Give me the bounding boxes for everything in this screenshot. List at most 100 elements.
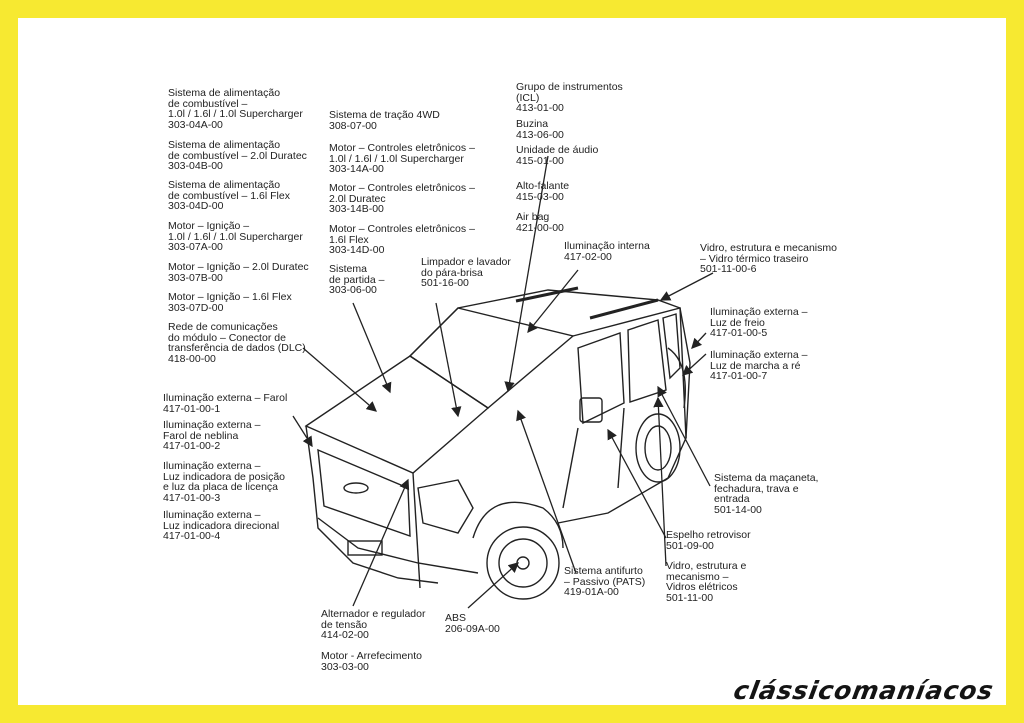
label-line: 2.0l Duratec <box>329 192 386 205</box>
label-line: 303-06-00 <box>329 284 377 296</box>
label-line: 303-04A-00 <box>168 118 223 131</box>
label-line: 303-14D-00 <box>329 244 385 256</box>
label-line: 303-07A-00 <box>168 241 223 253</box>
label-line: Motor – Ignição – 2.0l Duratec <box>168 261 309 273</box>
label-line: Iluminação externa – Farol <box>163 392 288 404</box>
windshield <box>408 307 575 409</box>
leader-icl <box>504 155 549 393</box>
rear-wheel-rim <box>644 425 672 471</box>
label-line: Unidade de áudio <box>516 144 599 156</box>
label-line: Iluminação externa – <box>163 460 261 472</box>
label-line: Motor – Ignição – <box>168 220 250 232</box>
label-line: 501-14-00 <box>714 503 762 516</box>
front-wheel-arch <box>472 501 564 549</box>
label-line: Motor – Ignição – 1.6l Flex <box>168 291 292 303</box>
label-icl: Grupo de instrumentos(ICL)413-01-00 <box>516 82 623 114</box>
leader-headlamp <box>292 415 313 448</box>
label-line: 501-09-00 <box>666 539 714 552</box>
leader-dlc <box>302 347 377 412</box>
label-line: 419-01A-00 <box>564 586 619 598</box>
label-line: Grupo de instrumentos <box>516 81 623 93</box>
label-line: de combustível – 1.6l Flex <box>168 189 290 202</box>
label-line: 417-01-00-3 <box>163 491 221 504</box>
label-line: 414-02-00 <box>321 629 369 641</box>
label-line: Iluminação interna <box>564 240 650 252</box>
label-line: Luz de marcha a ré <box>710 359 801 372</box>
label-line: fechadura, trava e <box>714 482 799 495</box>
label-line: 1.0l / 1.6l / 1.0l Supercharger <box>168 108 303 120</box>
car-roof <box>409 289 681 357</box>
label-line: 303-04D-00 <box>168 200 224 212</box>
front-wheel-hub <box>516 556 530 570</box>
front-fascia <box>305 425 439 584</box>
quarter-window <box>662 313 681 380</box>
leader-interior-light <box>527 269 579 334</box>
label-line: Sistema de alimentação <box>168 87 281 99</box>
label-line: de combustível – 2.0l Duratec <box>168 149 307 162</box>
label-line: Sistema antifurto <box>564 565 643 577</box>
label-line: 1.6l Flex <box>329 233 369 246</box>
label-line: Sistema da maçaneta, <box>714 472 819 484</box>
label-line: 417-01-00-4 <box>163 530 221 542</box>
label-line: Motor – Controles eletrônicos – <box>329 223 475 235</box>
label-line: Motor - Arrefecimento <box>321 650 422 662</box>
front-wheel-rim <box>498 538 548 588</box>
label-line: Sistema de tração 4WD <box>329 109 440 121</box>
label-line: Rede de comunicações <box>168 321 278 333</box>
leader-lines <box>292 155 714 609</box>
label-line: de tensão <box>321 618 368 631</box>
leader-door-handle <box>657 385 711 487</box>
leader-abs <box>467 562 519 609</box>
label-line: 303-14A-00 <box>329 163 384 175</box>
label-line: Farol de neblina <box>163 429 239 442</box>
label-pats: Sistema antifurto– Passivo (PATS)419-01A… <box>564 566 645 598</box>
label-line: 417-01-00-2 <box>163 440 221 452</box>
label-line: Alternador e regulador <box>321 608 426 620</box>
label-line: 1.0l / 1.6l / 1.0l Supercharger <box>168 230 303 243</box>
label-line: 413-01-00 <box>516 102 564 114</box>
label-line: do pára-brisa <box>421 266 483 279</box>
door-line <box>617 407 625 489</box>
headlamp <box>417 479 474 534</box>
label-line: 501-11-00-6 <box>700 263 757 275</box>
label-line: 417-01-00-1 <box>163 402 221 415</box>
label-line: entrada <box>714 493 750 505</box>
label-rear-glass: Vidro, estrutura e mecanismo– Vidro térm… <box>700 243 837 275</box>
leader-rear-glass <box>659 272 714 301</box>
label-line: Sistema <box>329 263 367 275</box>
side-mirror <box>579 397 603 423</box>
label-line: 501-16-00 <box>421 277 469 289</box>
grille <box>317 448 411 538</box>
fascia-lower <box>412 472 421 589</box>
label-line: Iluminação externa – <box>163 419 261 431</box>
leader-mirror <box>607 428 667 539</box>
roof-rail <box>515 286 579 303</box>
label-line: 308-07-00 <box>329 119 377 132</box>
label-line: 417-01-00-7 <box>710 370 768 382</box>
label-line: Iluminação externa – <box>710 306 808 318</box>
label-ignition-1: Motor – Ignição –1.0l / 1.6l / 1.0l Supe… <box>168 221 303 253</box>
label-line: transferência de dados (DLC) <box>168 342 306 354</box>
label-line: Motor – Controles eletrônicos – <box>329 142 475 154</box>
leader-reverse-light <box>682 353 707 376</box>
label-line: Iluminação externa – <box>710 349 808 361</box>
door-line <box>562 427 579 509</box>
label-line: do módulo – Conector de <box>168 331 286 344</box>
label-line: ABS <box>445 612 467 624</box>
label-line: Sistema de alimentação <box>168 139 281 151</box>
